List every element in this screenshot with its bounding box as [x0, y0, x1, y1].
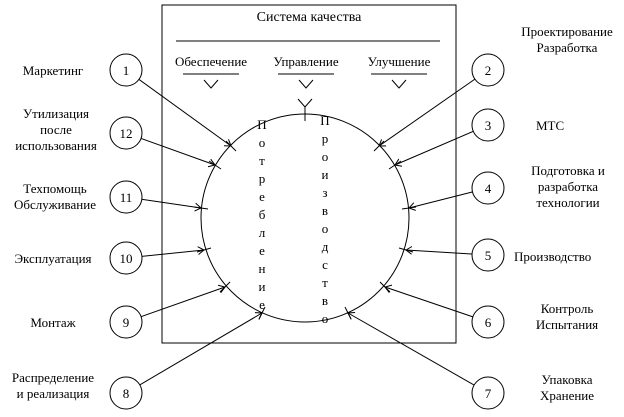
- stage-number-8: 8: [123, 386, 130, 401]
- stage-label-installation: Монтаж: [30, 315, 76, 330]
- stage-circle-6: [471, 305, 505, 339]
- stage-number-12: 12: [120, 126, 133, 141]
- diagram-title: Система качества: [256, 10, 362, 25]
- stage-circle-9: [109, 305, 143, 339]
- loop-word-consumption: Потребление: [257, 117, 267, 312]
- stage-circle-11: [109, 180, 143, 214]
- down-arrow-icon: [298, 79, 314, 89]
- stage-circle-3: [471, 108, 505, 142]
- stage-number-6: 6: [485, 315, 492, 330]
- stage-label-operation: Эксплуатация: [14, 251, 92, 266]
- stage-circle-7: [471, 376, 505, 410]
- column-label-management: Управление: [273, 54, 339, 69]
- connector-lines: [125, 69, 489, 394]
- down-arrow-icon: [203, 79, 219, 89]
- stage-number-1: 1: [123, 63, 130, 78]
- stage-circles: 1 2 3 4 5 6 7 8 9 10 11 12: [109, 53, 505, 410]
- stage-number-9: 9: [123, 315, 130, 330]
- stage-number-10: 10: [120, 251, 133, 266]
- column-down-arrows: [183, 73, 427, 108]
- stage-label-mts: МТС: [536, 118, 565, 133]
- loop-word-production: Производство: [320, 113, 330, 326]
- stage-circle-10: [109, 241, 143, 275]
- stage-circle-2: [471, 53, 505, 87]
- stage-label-control: Контроль Испытания: [535, 301, 599, 332]
- stage-label-production: Производство: [514, 249, 592, 264]
- down-arrow-icon: [391, 79, 407, 89]
- stage-number-11: 11: [120, 190, 133, 205]
- stage-circle-8: [109, 376, 143, 410]
- stage-circle-1: [109, 53, 143, 87]
- quality-system-box: [161, 4, 457, 344]
- stage-number-7: 7: [485, 386, 492, 401]
- stage-label-tech-support: Техпомощь Обслуживание: [14, 181, 96, 212]
- stage-number-5: 5: [485, 248, 492, 263]
- stage-label-design: Проектирование Разработка: [521, 24, 613, 55]
- stage-label-tech-prep: Подготовка и разработка технологии: [531, 163, 605, 210]
- stage-label-distribution: Распределение и реализация: [11, 370, 95, 401]
- stage-number-2: 2: [485, 63, 492, 78]
- stage-label-marketing: Маркетинг: [22, 63, 84, 78]
- stage-number-4: 4: [485, 181, 492, 196]
- stage-label-disposal: Утилизация после использования: [15, 106, 97, 153]
- quality-loop-circle: [200, 113, 410, 323]
- column-label-assurance: Обеспечение: [174, 54, 248, 69]
- down-arrow-icon: [297, 98, 313, 108]
- stage-circle-5: [471, 238, 505, 272]
- stage-circle-4: [471, 171, 505, 205]
- stage-number-3: 3: [485, 118, 492, 133]
- stage-label-packaging: Упаковка Хранение: [539, 372, 595, 403]
- stage-circle-12: [109, 116, 143, 150]
- column-label-improvement: Улучшение: [367, 54, 431, 69]
